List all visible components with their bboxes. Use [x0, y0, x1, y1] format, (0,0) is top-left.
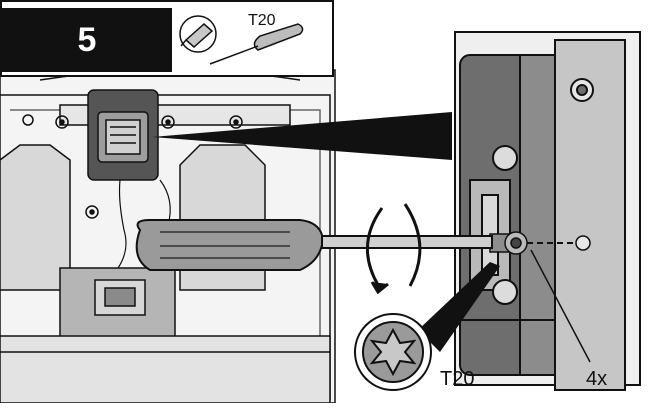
torx-bit-closeup — [354, 313, 432, 391]
quantity-leader-line — [530, 249, 591, 363]
bit-size-label: T20 — [440, 368, 475, 390]
torx-bit-icon — [179, 15, 217, 53]
tube — [117, 179, 127, 269]
screw-hole — [575, 235, 591, 251]
tool-size-label: T20 — [248, 12, 276, 29]
screwdriver-icon — [209, 23, 304, 65]
magnify-wedge — [418, 262, 500, 352]
rotate-clockwise-icon — [366, 203, 422, 295]
quantity-label: 4x — [586, 368, 608, 390]
detail-inset — [454, 31, 641, 391]
step-number: 5 — [2, 8, 172, 72]
bottle-left — [0, 144, 71, 291]
screw — [489, 231, 528, 255]
screwdriver — [135, 219, 493, 271]
lower-housing — [0, 267, 331, 404]
connector-module — [87, 89, 159, 181]
zoom-wedge — [152, 112, 452, 160]
